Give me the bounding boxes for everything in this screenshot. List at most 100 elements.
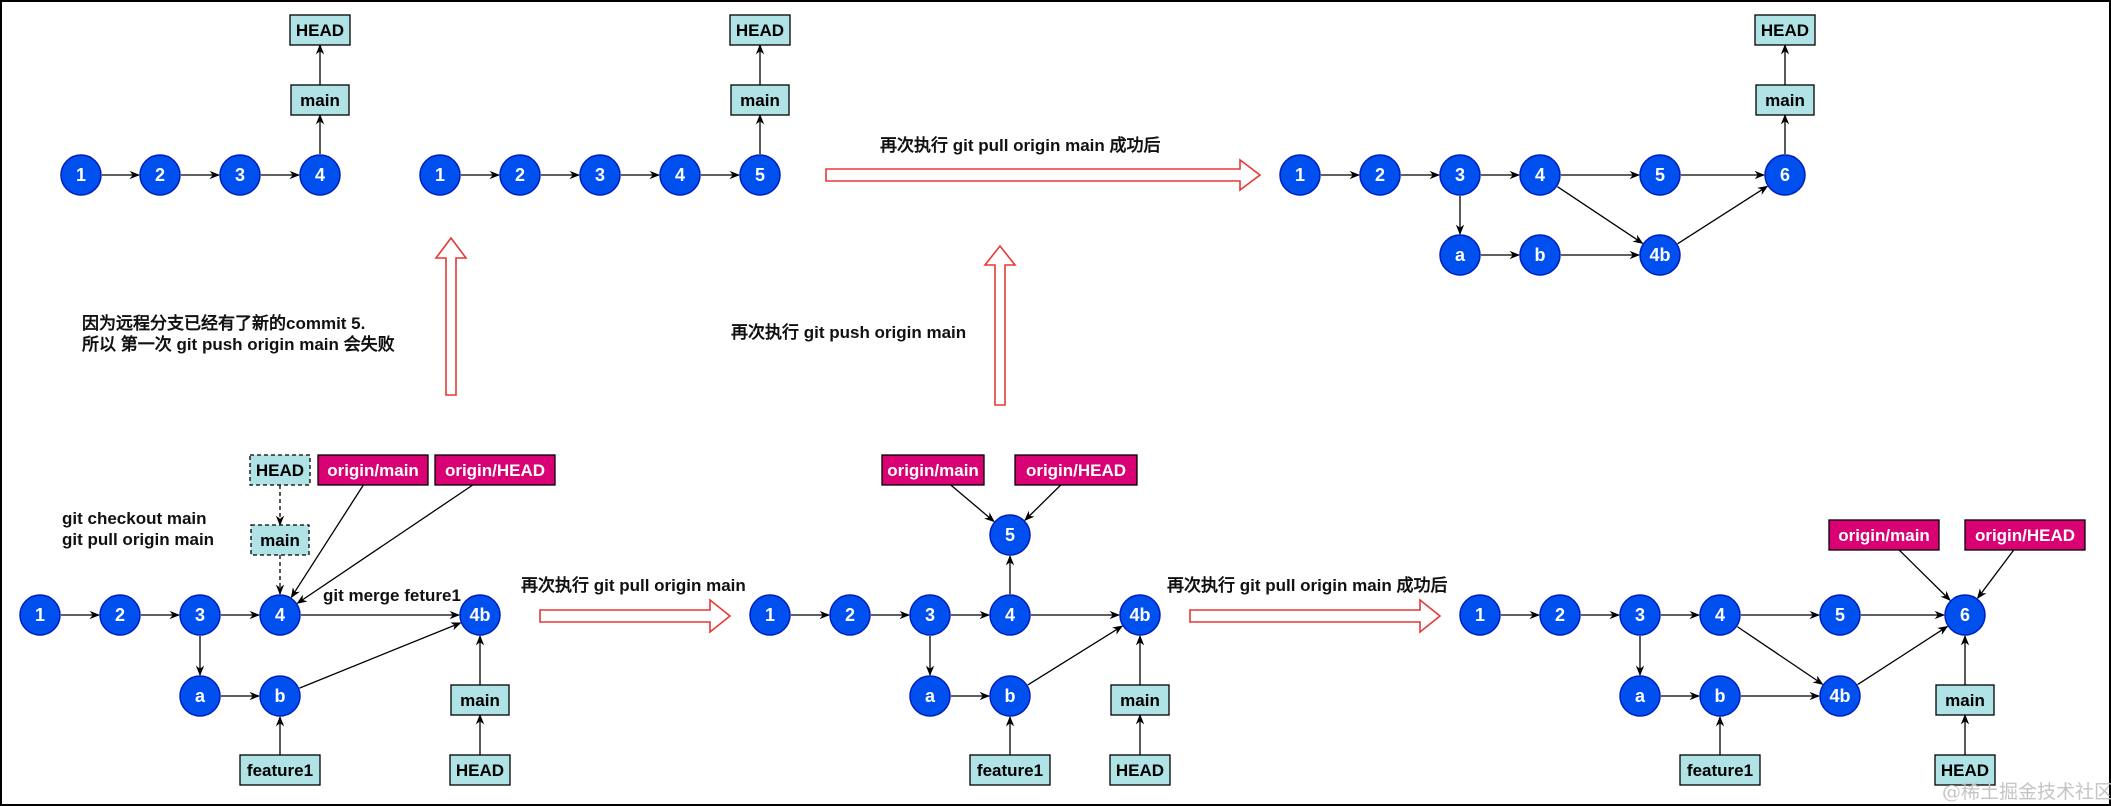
commit-label: 4 <box>1535 165 1545 185</box>
commit-node: 3 <box>579 154 621 196</box>
ref-text: HEAD <box>1116 761 1164 780</box>
ref-text: feature1 <box>247 761 313 780</box>
refs-layer: mainHEADmainHEADmainHEADHEADmainorigin/m… <box>239 14 2086 786</box>
commit-node: 1 <box>419 154 461 196</box>
ref-text: origin/HEAD <box>445 461 545 480</box>
commit-node: 4 <box>259 594 301 636</box>
watermark: @稀土掘金技术社区 <box>1942 781 2111 803</box>
commit-circle <box>829 594 871 636</box>
commit-node: 2 <box>139 154 181 196</box>
commit-node: 6 <box>1764 154 1806 196</box>
commit-circle <box>1639 234 1681 276</box>
ref-text: origin/HEAD <box>1026 461 1126 480</box>
ref-label-remote: origin/main <box>1828 519 1940 551</box>
ref-box <box>969 754 1051 786</box>
ref-text: main <box>1945 691 1985 710</box>
ref-box <box>249 454 311 486</box>
commit-label: b <box>275 686 286 706</box>
caption-merge: git merge feture1 <box>323 586 461 605</box>
commit-label: 4 <box>1005 605 1015 625</box>
commit-label: 5 <box>1655 165 1665 185</box>
commit-node: a <box>179 675 221 717</box>
ref-text: HEAD <box>1761 21 1809 40</box>
commit-circle <box>60 154 102 196</box>
ref-box <box>1934 754 1996 786</box>
ref-box <box>1935 684 1995 716</box>
commit-label: 4b <box>1129 605 1150 625</box>
commit-circle <box>19 594 61 636</box>
commit-circle <box>419 154 461 196</box>
commit-circle <box>99 594 141 636</box>
ref-box <box>317 454 429 486</box>
commit-node: 1 <box>60 154 102 196</box>
caption-pull-success-top: 再次执行 git pull origin main 成功后 <box>880 135 1161 155</box>
ref-box <box>250 524 310 556</box>
ref-label-local: main <box>1755 84 1815 116</box>
ref-box <box>881 454 985 486</box>
ref-label-dashed: HEAD <box>249 454 311 486</box>
ref-text: feature1 <box>977 761 1043 780</box>
ref-label-remote: origin/main <box>881 454 985 486</box>
commit-node: a <box>1439 234 1481 276</box>
ref-label-local: HEAD <box>729 14 791 46</box>
ref-label-local: main <box>450 684 510 716</box>
commit-circle <box>179 594 221 636</box>
caption-checkout-line2: git pull origin main <box>62 530 214 549</box>
commit-node: 3 <box>1439 154 1481 196</box>
commit-edge-top-right <box>1557 186 1644 244</box>
commit-node: 3 <box>219 154 261 196</box>
ref-label-remote: origin/HEAD <box>1014 454 1138 486</box>
ref-text: main <box>300 91 340 110</box>
commit-label: a <box>925 686 936 706</box>
ref-box <box>1110 684 1170 716</box>
commit-label: 2 <box>1375 165 1385 185</box>
commit-label: 5 <box>1835 605 1845 625</box>
commit-label: b <box>1715 686 1726 706</box>
commit-circle <box>1459 594 1501 636</box>
commit-node: 5 <box>989 514 1031 556</box>
ref-label-remote: origin/HEAD <box>434 454 556 486</box>
commit-circle <box>1119 594 1161 636</box>
ref-text: main <box>740 91 780 110</box>
commit-label: 4b <box>1649 245 1670 265</box>
commit-label: 1 <box>435 165 445 185</box>
commit-node: a <box>1619 675 1661 717</box>
ref-pointer-edge-bottom-middle <box>950 484 995 523</box>
commit-circle <box>299 154 341 196</box>
commit-node: 4 <box>659 154 701 196</box>
commit-circle <box>1539 594 1581 636</box>
commit-node: 2 <box>1539 594 1581 636</box>
ref-text: HEAD <box>296 21 344 40</box>
ref-label-local: main <box>1110 684 1170 716</box>
commit-label: a <box>195 686 206 706</box>
caption-push-fail-line2: 所以 第一次 git push origin main 会失败 <box>82 334 395 354</box>
commit-label: 3 <box>195 605 205 625</box>
commit-label: 4b <box>469 605 490 625</box>
transition-arrows <box>434 158 1442 634</box>
commit-node: 4 <box>989 594 1031 636</box>
ref-box <box>290 84 350 116</box>
commit-node: 1 <box>1279 154 1321 196</box>
commit-node: a <box>909 675 951 717</box>
commit-node: 5 <box>1819 594 1861 636</box>
commit-node: b <box>1699 675 1741 717</box>
commit-edge-top-right <box>1677 185 1769 245</box>
commit-circle <box>1439 234 1481 276</box>
ref-label-local: HEAD <box>1109 754 1171 786</box>
ref-label-local: feature1 <box>969 754 1051 786</box>
ref-pointer-edge-bottom-middle <box>1024 484 1062 521</box>
commit-label: 4b <box>1829 686 1850 706</box>
commit-circle <box>1519 154 1561 196</box>
ref-label-local: main <box>1935 684 1995 716</box>
caption-push-again: 再次执行 git push origin main <box>731 322 966 342</box>
ref-text: HEAD <box>736 21 784 40</box>
ref-text: main <box>1765 91 1805 110</box>
commit-label: 4 <box>315 165 325 185</box>
commit-node: 4b <box>1119 594 1161 636</box>
commit-node: 4b <box>459 594 501 636</box>
commit-edge-bottom-middle <box>1027 625 1124 686</box>
commit-node: 2 <box>499 154 541 196</box>
commit-circle <box>909 675 951 717</box>
ref-label-local: HEAD <box>1754 14 1816 46</box>
